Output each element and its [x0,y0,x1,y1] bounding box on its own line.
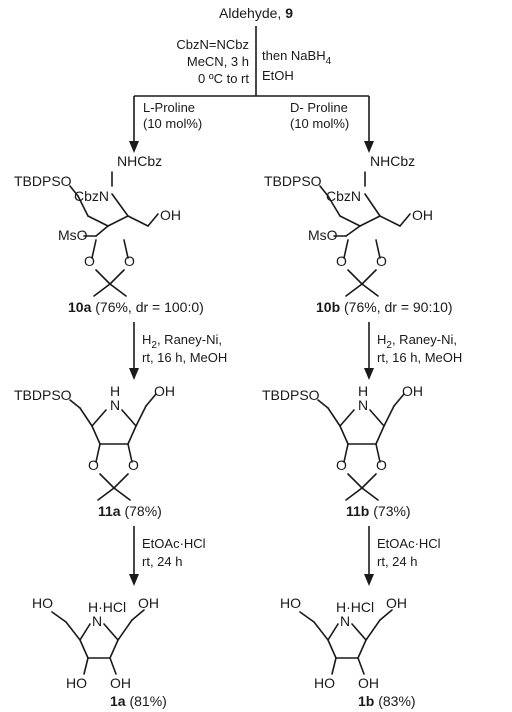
step3-right-line1: EtOAc·HCl [377,536,441,551]
structure-1b: HO H·HCl N OH HO OH [280,595,407,691]
caption-11a: 11a (78%) [98,503,162,519]
atom-h: H [110,383,120,399]
atom-mso: MsO [308,227,338,243]
atom-oh-bottom: OH [358,675,379,691]
atom-oh: OH [412,207,433,223]
structure-11a: TBDPSO N H OH O O [14,383,175,501]
yield-10b: (76%, dr = 90:10) [340,299,452,315]
atom-o-left: O [336,457,347,473]
atom-oh: OH [154,383,175,399]
step2-right-line2: rt, 16 h, MeOH [377,350,462,365]
caption-10b: 10b (76%, dr = 90:10) [316,299,453,315]
atom-nhcbz: NHCbz [117,153,162,169]
atom-o-right: O [124,253,135,269]
yield-11b: (73%) [369,503,410,519]
structure-10b: NHCbz TBDPSO CbzN OH MsO O O [264,153,433,297]
d-proline-loading: (10 mol%) [290,116,349,131]
atom-o-right: O [376,253,387,269]
step3-right-line2: rt, 24 h [377,554,417,569]
atom-tbdpso: TBDPSO [14,387,72,403]
atom-o-right: O [128,457,139,473]
atom-ho: HO [32,595,53,611]
structure-1a: HO H·HCl N OH HO OH [32,595,159,691]
atom-hhcl: H·HCl [88,599,126,615]
caption-10a: 10a (76%, dr = 100:0) [68,299,204,315]
atom-n: N [340,613,350,629]
atom-hhcl: H·HCl [336,599,374,615]
step3-left-arrowhead [129,574,139,586]
atom-oh-bottom: OH [110,675,131,691]
number-10a: 10a [68,299,92,315]
left-branch-arrowhead [129,141,139,153]
atom-cbzn: CbzN [74,188,109,204]
atom-oh: OH [138,595,159,611]
step1-right-line1: then NaBH4 [262,48,332,67]
l-proline-loading: (10 mol%) [143,116,202,131]
atom-ho-bottom: HO [66,675,87,691]
caption-1a: 1a (81%) [110,693,167,709]
yield-10a: (76%, dr = 100:0) [91,299,203,315]
step3-left-line1: EtOAc·HCl [142,536,206,551]
step1-left-line1: CbzN=NCbz [176,37,249,52]
right-branch-arrowhead [364,141,374,153]
atom-oh: OH [402,383,423,399]
start-text: Aldehyde, [219,5,285,21]
number-1a: 1a [110,693,126,709]
atom-o-right: O [376,457,387,473]
step1-left-line3: 0 ºC to rt [198,71,249,86]
step3-left-line2: rt, 24 h [142,554,182,569]
structure-11b: TBDPSO N H OH O O [262,383,423,501]
number-10b: 10b [316,299,340,315]
step2-right-line1: H2, Raney-Ni, [377,332,457,351]
atom-tbdpso: TBDPSO [262,387,320,403]
l-proline-label: L-Proline [143,100,195,115]
atom-nhcbz: NHCbz [370,153,415,169]
yield-1a: (81%) [126,693,167,709]
structure-10a: NHCbz TBDPSO CbzN OH MsO O O [14,153,181,297]
start-label: Aldehyde, 9 [219,5,293,21]
atom-cbzn: CbzN [326,188,361,204]
step1-right-line2: EtOH [262,68,294,83]
step2-left-line1: H2, Raney-Ni, [142,332,222,351]
atom-n: N [92,613,102,629]
atom-o-left: O [336,253,347,269]
step1-left-line2: MeCN, 3 h [187,54,249,69]
number-11b: 11b [346,503,369,519]
number-1b: 1b [358,693,374,709]
caption-11b: 11b (73%) [346,503,411,519]
atom-o-left: O [88,457,99,473]
atom-oh: OH [386,595,407,611]
d-proline-label: D- Proline [290,100,348,115]
number-11a: 11a [98,503,121,519]
atom-n: N [358,397,368,413]
start-number: 9 [285,5,293,21]
caption-1b: 1b (83%) [358,693,416,709]
atom-ho-bottom: HO [314,675,335,691]
step2-right-arrowhead [364,368,374,380]
yield-11a: (78%) [121,503,162,519]
atom-mso: MsO [58,227,88,243]
atom-n: N [110,397,120,413]
atom-o-left: O [84,253,95,269]
atom-tbdpso: TBDPSO [14,173,72,189]
step2-left-arrowhead [129,368,139,380]
step2-left-line2: rt, 16 h, MeOH [142,350,227,365]
nabh-text: then NaBH [262,48,326,63]
yield-1b: (83%) [374,693,415,709]
nabh-subscript: 4 [326,56,332,67]
atom-h: H [358,383,368,399]
atom-tbdpso: TBDPSO [264,173,322,189]
step3-right-arrowhead [364,574,374,586]
atom-ho: HO [280,595,301,611]
atom-oh: OH [160,207,181,223]
